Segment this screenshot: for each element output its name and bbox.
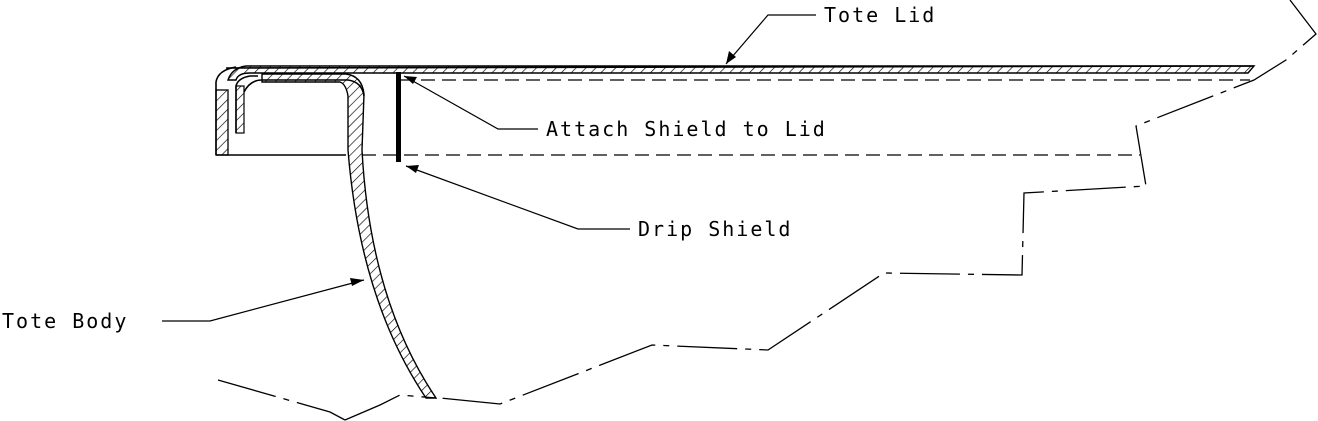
leader-attach-shield xyxy=(403,75,538,130)
leader-drip-shield xyxy=(405,165,630,230)
lid-skirt xyxy=(215,66,346,156)
label-tote-lid: Tote Lid xyxy=(824,3,936,27)
tote-body-wall xyxy=(261,73,438,399)
leader-tote-lid xyxy=(725,14,816,65)
label-tote-body: Tote Body xyxy=(2,309,128,333)
label-attach-shield: Attach Shield to Lid xyxy=(546,117,827,141)
tote-lid-plate xyxy=(225,65,1256,81)
leader-tote-body xyxy=(162,278,365,322)
break-lines xyxy=(217,0,1317,421)
drip-shield-plate xyxy=(396,72,401,162)
label-drip-shield: Drip Shield xyxy=(638,217,792,241)
